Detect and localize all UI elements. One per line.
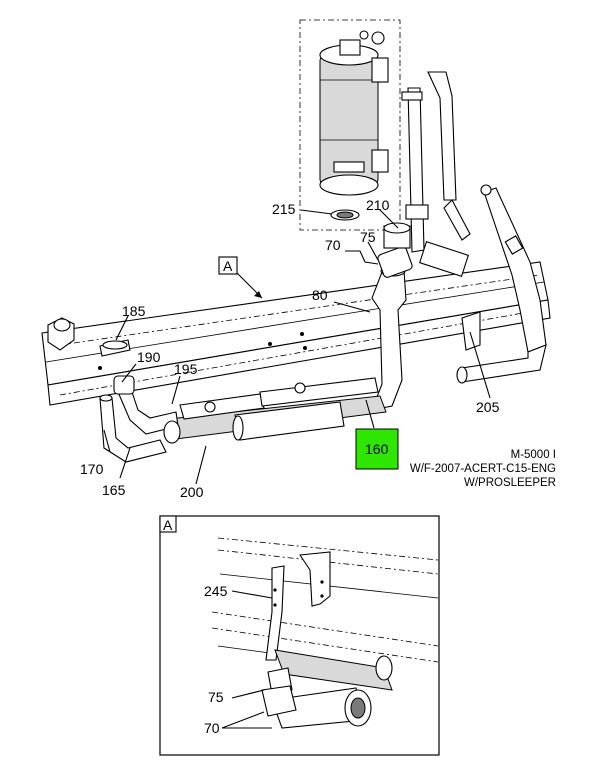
frame-rail (41, 261, 551, 406)
model-note-line2: W/F-2007-ACERT-C15-ENG (410, 463, 556, 475)
detail-callout-245: 245 (204, 583, 228, 599)
callout-195: 195 (174, 361, 198, 377)
muffler (159, 377, 387, 441)
callout-165: 165 (102, 482, 126, 498)
leader-lines (103, 209, 491, 485)
callout-190: 190 (137, 349, 161, 365)
right-tailpipe (456, 184, 547, 384)
detail-view-label: A (163, 517, 173, 533)
front-pipe-165 (99, 375, 181, 463)
callout-210: 210 (366, 197, 390, 213)
callout-75: 75 (360, 229, 376, 245)
callout-200: 200 (180, 484, 204, 500)
view-a-marker: A (223, 258, 233, 274)
callout-185: 185 (122, 303, 146, 319)
callout-80: 80 (312, 287, 328, 303)
callout-160: 160 (365, 441, 389, 457)
detail-callout-70: 70 (204, 720, 220, 736)
model-note-line3: W/PROSLEEPER (464, 477, 556, 489)
down-pipe-160 (371, 222, 413, 411)
detail-view-a (159, 515, 440, 756)
view-a-marker-box (218, 256, 238, 275)
detail-callout-75: 75 (208, 689, 224, 705)
filter-canister (299, 19, 401, 231)
callout-215: 215 (272, 201, 296, 217)
callout-170: 170 (80, 461, 104, 477)
callout-70: 70 (325, 237, 341, 253)
model-note-line1: M-5000 I (511, 449, 556, 461)
mount-bracket (47, 317, 131, 370)
callout-205: 205 (476, 399, 500, 415)
highlight-160-box (355, 428, 399, 470)
exhaust-stack (401, 71, 471, 277)
